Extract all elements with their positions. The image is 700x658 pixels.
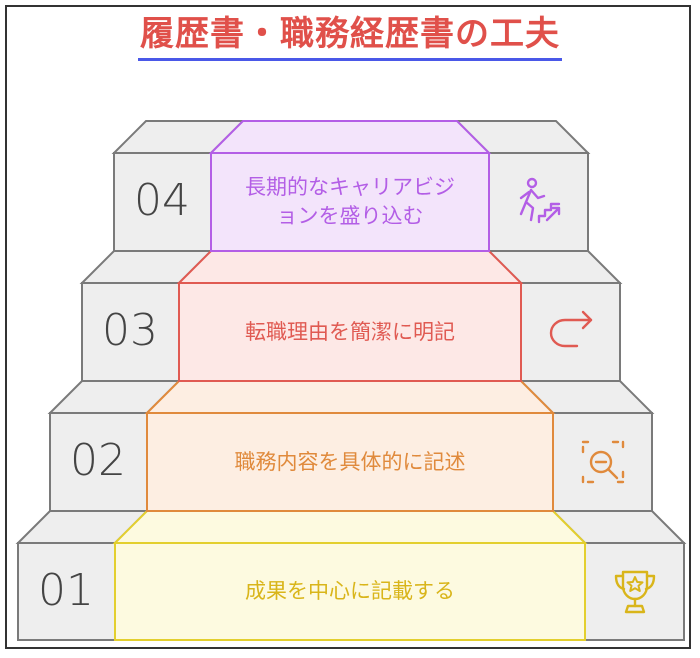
search-zoom-out-icon xyxy=(581,440,624,484)
step-label-04: 長期的なキャリアビジョンを盛り込む xyxy=(245,175,455,228)
step-01-center-cap xyxy=(112,510,588,544)
step-number-02: 02 xyxy=(70,435,126,486)
step-number-01: 01 xyxy=(38,564,94,616)
step-number-04: 04 xyxy=(134,175,190,226)
step-04-center-cap xyxy=(208,120,492,154)
arrow-turn-right-icon xyxy=(549,310,592,348)
step-label-02: 職務内容を具体的に記述 xyxy=(234,449,466,474)
title-text: 履歴書・職務経歴書の工夫 xyxy=(138,14,562,61)
person-climbing-stairs-icon xyxy=(519,177,560,224)
step-03-center-cap xyxy=(176,250,524,284)
trophy-icon xyxy=(614,570,655,613)
step-number-03: 03 xyxy=(102,305,158,356)
step-02-center-cap xyxy=(144,380,556,414)
step-label-01: 成果を中心に記載する xyxy=(245,579,455,603)
diagram-title: 履歴書・職務経歴書の工夫 xyxy=(0,12,700,61)
step-label-03: 転職理由を簡潔に明記 xyxy=(245,319,455,344)
